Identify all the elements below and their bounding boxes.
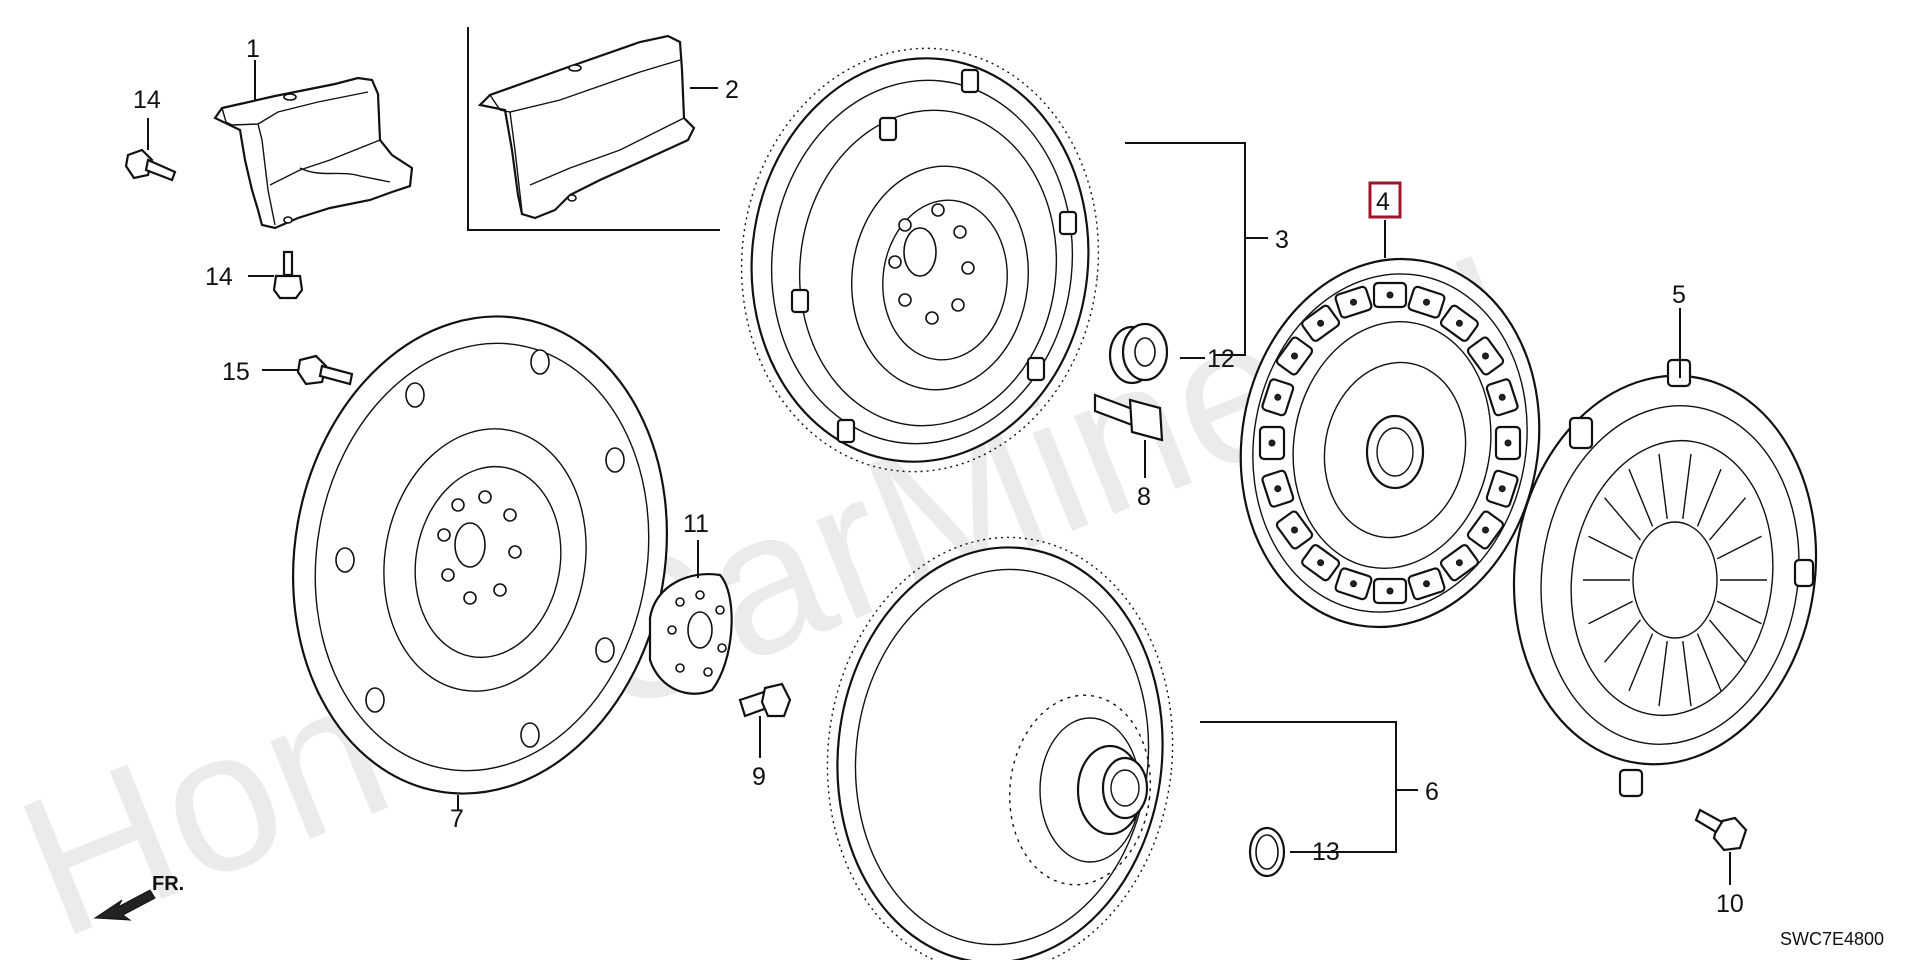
callout-4[interactable]: 4 <box>1376 188 1390 216</box>
rivet <box>1386 587 1394 595</box>
rivet <box>1386 291 1394 299</box>
callout-15[interactable]: 15 <box>222 358 250 386</box>
diaphragm-finger <box>1716 600 1762 625</box>
rivet <box>1455 559 1463 567</box>
rivet <box>1268 439 1276 447</box>
rivet <box>1482 526 1489 534</box>
rivet <box>1423 580 1430 588</box>
rivet <box>1274 393 1282 401</box>
callout-1[interactable]: 1 <box>246 35 260 63</box>
callout-8[interactable]: 8 <box>1137 483 1151 511</box>
diaphragm-finger <box>1628 468 1654 527</box>
diaphragm-finger <box>1603 497 1642 541</box>
rivet <box>1350 580 1357 588</box>
diagram-code: SWC7E4800 <box>1780 929 1884 949</box>
part-14-bolt-lower[interactable] <box>272 250 304 300</box>
part-14-bolt-upper[interactable] <box>124 148 177 182</box>
callout-13[interactable]: 13 <box>1312 838 1340 866</box>
diaphragm-finger <box>1682 453 1692 519</box>
diaphragm-finger <box>1708 619 1747 663</box>
diaphragm-finger <box>1628 633 1654 692</box>
rivet <box>1482 352 1489 360</box>
diaphragm-finger <box>1682 641 1692 707</box>
highlight-box <box>1368 181 1402 219</box>
leader-lines <box>147 60 1731 885</box>
part-11-plate[interactable] <box>648 573 733 695</box>
diaphragm-finger <box>1658 453 1668 519</box>
part-9-bolt[interactable] <box>738 682 792 718</box>
diaphragm-finger <box>1588 600 1634 625</box>
part-6-torque-converter[interactable] <box>806 520 1194 960</box>
callout-5[interactable]: 5 <box>1672 281 1686 309</box>
front-direction-arrow: FR. <box>93 873 184 921</box>
part-15-bolt[interactable] <box>296 354 354 386</box>
callout-11[interactable]: 11 <box>683 510 709 538</box>
callout-14-upper[interactable]: 14 <box>133 86 161 114</box>
callout-9[interactable]: 9 <box>752 763 766 791</box>
part-3-flywheel[interactable] <box>721 31 1119 490</box>
part-5-pressure-plate[interactable] <box>1489 356 1840 798</box>
callouts: 1 2 3 4 5 6 7 8 9 10 11 12 13 14 14 15 <box>133 35 1744 918</box>
rivet <box>1498 485 1506 493</box>
direction-label: FR. <box>152 873 184 895</box>
diaphragm-finger <box>1708 497 1747 541</box>
diaphragm-finger <box>1696 633 1722 692</box>
rivet <box>1291 526 1298 534</box>
arrow-icon <box>93 889 156 921</box>
rivet <box>1274 485 1282 493</box>
callout-10[interactable]: 10 <box>1716 890 1744 918</box>
diaphragm-finger <box>1588 535 1634 560</box>
diaphragm-finger <box>1658 641 1668 707</box>
rivet <box>1291 352 1298 360</box>
rivet <box>1350 298 1357 306</box>
part-2-cover-boxed[interactable] <box>467 27 720 231</box>
callout-3[interactable]: 3 <box>1275 226 1289 254</box>
rivet <box>1317 559 1325 567</box>
callout-6[interactable]: 6 <box>1425 778 1439 806</box>
part-10-bolt[interactable] <box>1694 808 1748 852</box>
part-12-bearing[interactable] <box>1108 322 1169 385</box>
callout-12[interactable]: 12 <box>1207 345 1235 373</box>
rivet <box>1498 393 1506 401</box>
callout-14-lower[interactable]: 14 <box>205 263 233 291</box>
part-13-o-ring[interactable] <box>1248 826 1286 878</box>
part-1-cover[interactable] <box>213 76 414 230</box>
diaphragm-finger <box>1716 535 1762 560</box>
rivet <box>1455 319 1463 327</box>
rivet <box>1504 439 1512 447</box>
part-7-flex-plate[interactable] <box>256 287 704 824</box>
callout-2[interactable]: 2 <box>725 76 739 104</box>
callout-7[interactable]: 7 <box>450 805 464 833</box>
rivet <box>1317 319 1325 327</box>
part-8-bolt[interactable] <box>1093 393 1164 442</box>
part-4-clutch-disc[interactable] <box>1212 235 1568 651</box>
diaphragm-finger <box>1603 619 1642 663</box>
diaphragm-finger <box>1696 468 1722 527</box>
rivet <box>1423 298 1430 306</box>
